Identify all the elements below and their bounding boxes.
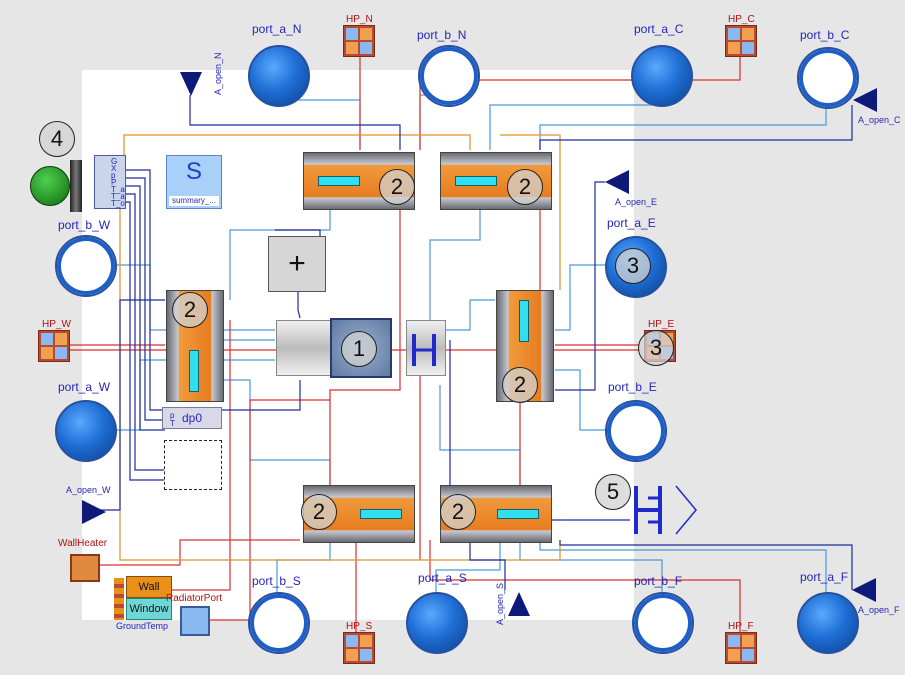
port-b-c-label: port_b_C — [800, 28, 850, 42]
callout-4: 4 — [39, 121, 75, 157]
port-b-f-label: port_b_F — [634, 574, 683, 588]
heat-port-s[interactable] — [343, 632, 375, 664]
summary-block[interactable]: S summary_... — [166, 155, 222, 209]
heat-flow-sensor-small-icon[interactable] — [408, 330, 448, 370]
dp0-pin-p: p — [170, 411, 175, 420]
heat-flow-sensor-icon[interactable] — [628, 480, 708, 540]
port-b-f-connector[interactable] — [632, 592, 694, 654]
callout-2-east: 2 — [502, 367, 538, 403]
port-b-e-label: port_b_E — [608, 380, 657, 394]
a-open-f-label: A_open_F — [858, 605, 900, 615]
pin-ta: T_a — [111, 185, 125, 194]
ground-temp-label: GroundTemp — [116, 621, 169, 631]
summary-symbol: S — [185, 158, 202, 185]
heat-port-w-label: HP_W — [42, 319, 71, 330]
add-block[interactable]: + — [268, 236, 326, 292]
port-a-n-label: port_a_N — [252, 22, 302, 36]
callout-5: 5 — [595, 474, 631, 510]
empty-submodel[interactable] — [164, 440, 222, 490]
port-b-s-label: port_b_S — [252, 574, 301, 588]
port-a-f-connector[interactable] — [797, 592, 859, 654]
weather-bus-block[interactable]: G X p P T_a T_a T_o — [94, 155, 126, 209]
callout-3-heat: 3 — [638, 330, 674, 366]
callout-2-south-1: 2 — [301, 494, 337, 530]
window-south-2 — [497, 509, 539, 519]
a-open-w-label: A_open_W — [66, 485, 111, 495]
pin-p: p — [111, 171, 116, 180]
a-open-c-label: A_open_C — [858, 115, 901, 125]
port-b-n-label: port_b_N — [417, 28, 467, 42]
a-open-s-input[interactable] — [508, 592, 530, 616]
heat-port-s-label: HP_S — [346, 621, 373, 632]
wall-window-ports — [114, 578, 124, 620]
wall-label: Wall — [126, 576, 172, 598]
flow-path-west — [276, 320, 332, 376]
port-a-n-connector[interactable] — [248, 45, 310, 107]
port-b-n-connector[interactable] — [418, 45, 480, 107]
window-label: Window — [126, 598, 172, 620]
heat-port-w[interactable] — [38, 330, 70, 362]
callout-3-port: 3 — [615, 248, 651, 284]
radiator-port-label: RadiatorPort — [166, 593, 223, 604]
a-open-c-input[interactable] — [853, 88, 877, 112]
boundary-wall-bar — [70, 160, 82, 212]
window-west — [189, 350, 199, 392]
callout-2-north-1: 2 — [379, 169, 415, 205]
a-open-n-input[interactable] — [180, 72, 202, 96]
a-open-w-input[interactable] — [82, 500, 106, 524]
window-south-1 — [360, 509, 402, 519]
heat-port-e-label: HP_E — [648, 319, 675, 330]
port-a-e-label: port_a_E — [607, 216, 656, 230]
callout-2-north-2: 2 — [507, 169, 543, 205]
heat-port-n-label: HP_N — [346, 14, 373, 25]
a-open-f-input[interactable] — [852, 578, 876, 602]
pin-g: G — [111, 157, 118, 166]
a-open-s-label: A_open_S — [495, 582, 505, 625]
a-open-e-label: A_open_E — [615, 197, 658, 207]
a-open-e-input[interactable] — [605, 170, 629, 194]
port-a-f-label: port_a_F — [800, 570, 849, 584]
boundary-source[interactable] — [30, 166, 70, 206]
heat-port-n[interactable] — [343, 25, 375, 57]
window-east — [519, 300, 529, 342]
port-b-c-connector[interactable] — [797, 47, 859, 109]
callout-2-south-2: 2 — [440, 494, 476, 530]
port-a-w-label: port_a_W — [58, 380, 111, 394]
callout-1: 1 — [341, 331, 377, 367]
pin-ta2: T_a — [111, 192, 125, 201]
port-a-c-connector[interactable] — [631, 45, 693, 107]
pin-x: X — [111, 164, 117, 173]
pin-p2: P — [111, 178, 117, 187]
summary-name: summary_... — [169, 196, 219, 206]
callout-2-west: 2 — [172, 292, 208, 328]
heat-port-f[interactable] — [725, 632, 757, 664]
wall-heater-port[interactable] — [70, 554, 100, 582]
signal-lines — [95, 95, 853, 590]
port-b-w-label: port_b_W — [58, 218, 111, 232]
port-b-e-connector[interactable] — [605, 400, 667, 462]
heat-port-c[interactable] — [725, 25, 757, 57]
pin-to: T_o — [111, 199, 125, 208]
heat-port-f-label: HP_F — [728, 621, 754, 632]
port-a-s-connector[interactable] — [406, 592, 468, 654]
wall-heater-label: WallHeater — [58, 538, 108, 549]
port-a-s-label: port_a_S — [418, 571, 467, 585]
port-a-c-label: port_a_C — [634, 22, 684, 36]
radiator-port[interactable] — [180, 606, 210, 636]
port-a-w-connector[interactable] — [55, 400, 117, 462]
heat-port-c-label: HP_C — [728, 14, 755, 25]
a-open-n-label: A_open_N — [213, 52, 223, 95]
wall-window-ground-block[interactable]: Wall Window — [126, 576, 172, 620]
port-b-s-connector[interactable] — [248, 592, 310, 654]
dp0-block[interactable]: dp0 — [162, 407, 222, 429]
port-b-w-connector[interactable] — [55, 235, 117, 297]
dp0-pin-t: T — [170, 419, 175, 428]
window-north-2 — [455, 176, 497, 186]
window-north-1 — [318, 176, 360, 186]
